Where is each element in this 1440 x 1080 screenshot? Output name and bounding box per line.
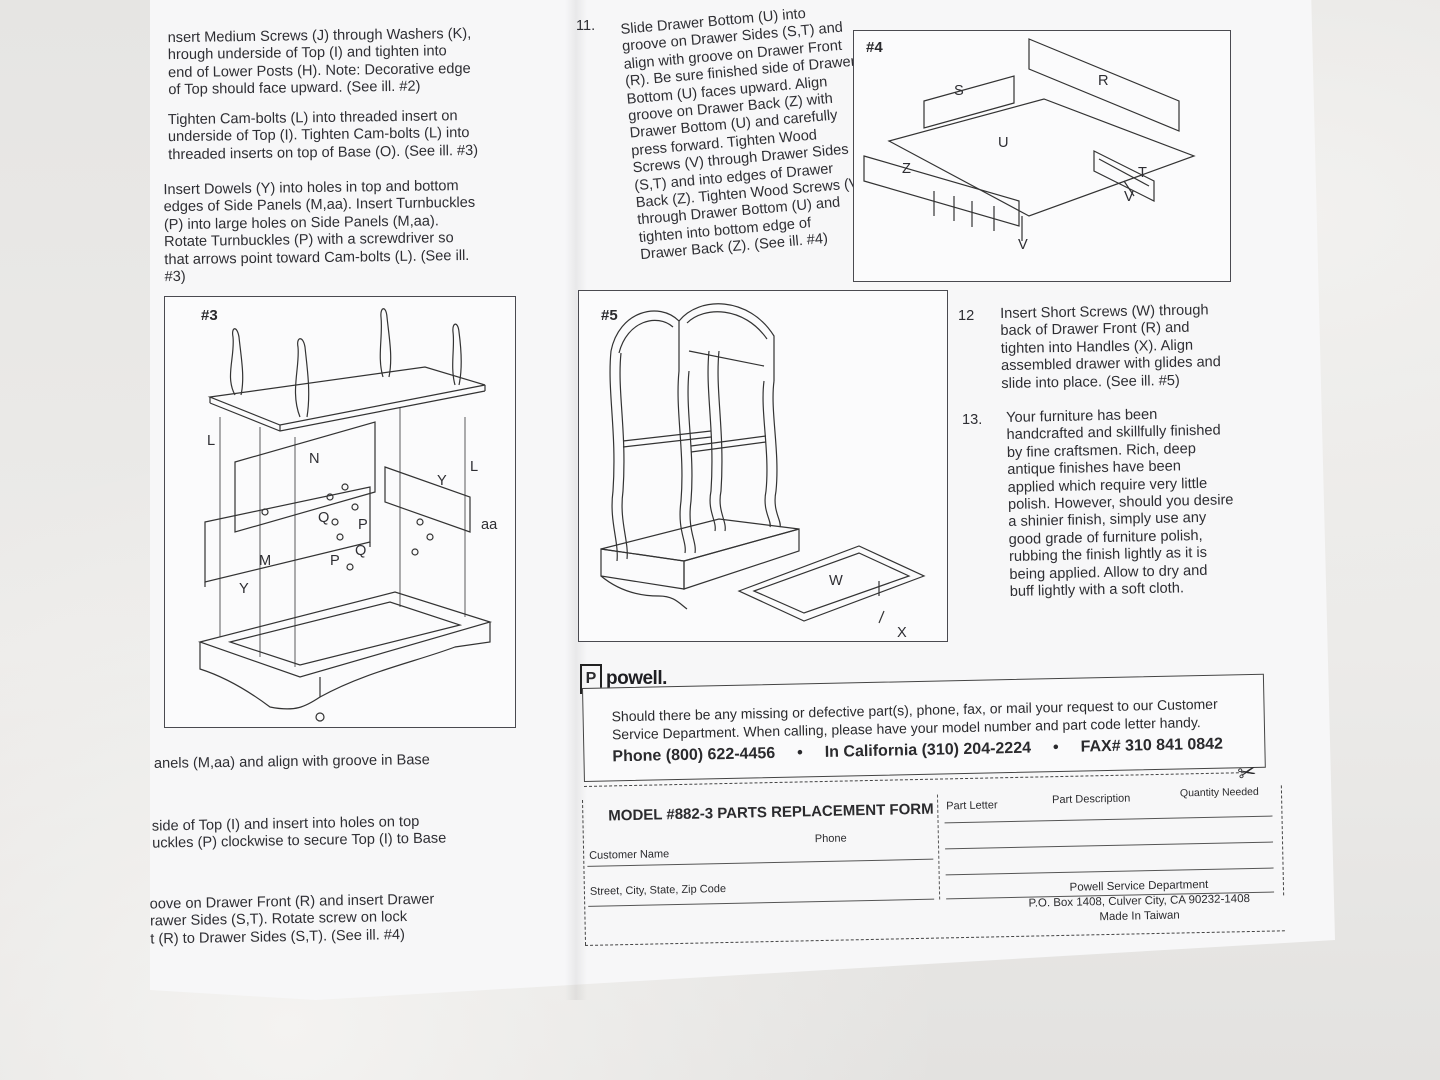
powell-logo-word: powell. [606,668,667,689]
step-12-number: 12 [958,308,975,324]
fig3-part-N: N [309,451,320,467]
fig4-part-T: T [1138,165,1147,181]
figure-5-label: #5 [601,307,618,324]
bullet-1: • [796,744,803,762]
customer-service-box: Should there be any missing or defective… [582,673,1266,782]
form-title: MODEL #882-3 PARTS REPLACEMENT FORM [608,800,934,825]
figure-3-label: #3 [201,307,218,324]
bullet-2: • [1052,739,1059,757]
fig3-part-Y1: Y [437,473,447,489]
fig3-part-Q2: Q [355,543,367,559]
fig4-part-V2: V [1018,237,1028,253]
figure-5-drawing [600,303,926,624]
quantity-needed-label: Quantity Needed [1179,785,1259,800]
california-phone: In California (310) 204-2224 [824,739,1032,761]
address-label: Street, City, State, Zip Code [589,883,727,898]
address-line[interactable] [588,898,935,907]
fig4-part-R: R [1098,73,1109,89]
fax-number: FAX# 310 841 0842 [1080,735,1224,756]
fig3-part-P1: P [358,517,368,533]
fig3-part-L2: L [470,459,479,475]
parts-replacement-form: MODEL #882-3 PARTS REPLACEMENT FORM Phon… [582,785,1285,946]
customer-name-label: Customer Name [589,848,670,862]
fig3-part-P2: P [330,553,340,569]
fig5-part-X: X [897,625,907,641]
made-in-taiwan: Made In Taiwan [1099,909,1180,924]
fig5-part-W: W [829,573,843,589]
step-c-text: Insert Dowels (Y) into holes in top and … [163,178,476,287]
part-row-line-1[interactable] [944,815,1273,824]
step-a-text: nsert Medium Screws (J) through Washers … [168,26,473,100]
phone-number: Phone (800) 622-4456 [612,744,776,766]
figure-4: #4 S R U Z T V V [853,30,1231,282]
form-column-separator [936,794,941,900]
figure-3: #3 L N L Y Q P aa M P Q Y O [164,296,516,728]
fig4-part-S: S [954,83,964,99]
step-e-text: side of Top (I) and insert into holes on… [152,813,447,853]
part-row-line-3[interactable] [945,867,1274,876]
fig3-part-M: M [259,553,272,569]
fig3-part-Q1: Q [318,510,330,526]
paper-crease [565,0,587,1000]
fig4-part-V1: V [1124,189,1134,205]
step-11-number: 11. [576,18,596,34]
phone-label: Phone [814,832,847,846]
step-b-text: Tighten Cam-bolts (L) into threaded inse… [168,108,479,165]
fig4-part-Z: Z [902,161,911,177]
part-description-label: Part Description [1051,792,1131,807]
figure-5: #5 W X [578,290,948,642]
figure-4-label: #4 [866,39,883,56]
figure-4-drawing [863,38,1196,241]
fig4-part-U: U [998,135,1009,151]
figure-3-drawing [197,308,493,722]
fig3-part-L1: L [207,433,216,449]
part-letter-label: Part Letter [946,799,998,813]
fig3-part-Y2: Y [239,581,249,597]
step-13-number: 13. [962,412,983,428]
part-row-line-2[interactable] [945,841,1274,850]
fig3-part-aa: aa [481,517,498,533]
step-f-text: oove on Drawer Front (R) and insert Draw… [150,892,436,949]
